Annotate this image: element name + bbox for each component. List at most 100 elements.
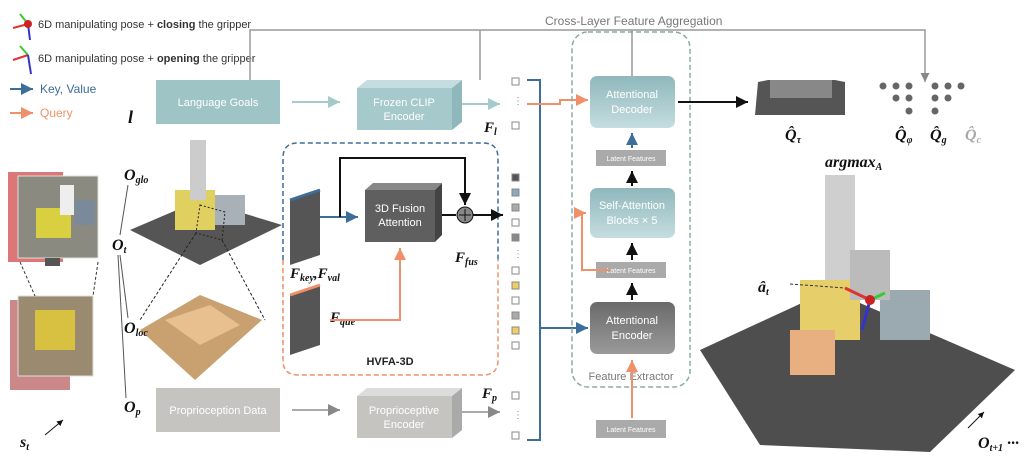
svg-text:Encoder: Encoder: [384, 419, 425, 431]
extractor-arrows: [574, 133, 638, 418]
symbol-q-tau: Q̂τ: [785, 125, 802, 146]
token: [511, 311, 520, 320]
symbol-o-loc: Oloc: [124, 320, 148, 339]
query-to-decoder: [527, 94, 588, 106]
legend-query: Query: [40, 106, 73, 120]
svg-text:Latent Features: Latent Features: [606, 156, 656, 163]
svg-text:Encoder: Encoder: [384, 111, 425, 123]
query-arrow: [330, 248, 406, 321]
symbol-s-t: st: [19, 434, 30, 453]
symbol-a-t: ât: [758, 279, 770, 298]
token: [511, 233, 520, 242]
token: [511, 188, 520, 197]
token: [511, 218, 520, 227]
svg-text:Attentional: Attentional: [606, 315, 658, 327]
closing-gripper-pose-icon: [12, 13, 32, 41]
q-dot: [944, 82, 952, 90]
q-dot: [905, 107, 913, 115]
q-dot: [931, 94, 939, 102]
token: [511, 77, 520, 86]
token: [511, 266, 520, 275]
token: [511, 203, 520, 212]
cross-layer-label: Cross-Layer Feature Aggregation: [545, 14, 722, 28]
token: [511, 296, 520, 305]
symbol-q-c: Q̂c: [965, 125, 982, 146]
predicted-pose-icon: [844, 286, 886, 331]
q-tau-volume: [755, 80, 845, 115]
q-dot: [879, 82, 887, 90]
token-columns: ⋮⋮⋮: [511, 77, 523, 440]
fusion-attention-box: 3D Fusion Attention: [365, 183, 442, 242]
q-dot: [931, 107, 939, 115]
legend-closing: 6D manipulating pose + closing the gripp…: [38, 19, 251, 31]
add-icon: [456, 206, 474, 224]
token: [511, 121, 520, 130]
svg-text:Latent Features: Latent Features: [606, 427, 656, 434]
q-dot: [892, 82, 900, 90]
q-dot: [905, 82, 913, 90]
token: [511, 281, 520, 290]
symbol-o-t: Ot: [112, 237, 128, 256]
ellipsis: ⋮: [513, 410, 523, 421]
token: [511, 173, 520, 182]
token: [511, 391, 520, 400]
connector: [967, 411, 985, 429]
latent-features-3: Latent Features: [596, 420, 666, 438]
symbol-f-fus: Ffus: [454, 250, 478, 268]
token: [511, 431, 520, 440]
q-dot: [905, 94, 913, 102]
hvfa-border-bottom: [282, 260, 499, 376]
legend-key-value: Key, Value: [40, 82, 97, 96]
legend-opening: 6D manipulating pose + opening the gripp…: [38, 53, 256, 65]
symbol-f-key-val: Fkey,Fval: [289, 266, 340, 284]
f-que-plate: [289, 283, 321, 355]
observation-tree-lines: [117, 184, 129, 399]
scene-point-cloud: [700, 175, 1015, 452]
svg-text:3D Fusion: 3D Fusion: [375, 203, 425, 215]
q-dot: [892, 94, 900, 102]
f-key-plate: [289, 188, 321, 265]
connector: [44, 419, 64, 436]
hvfa-border-top: [282, 142, 499, 260]
residual-arrow: [339, 157, 471, 217]
svg-text:Latent Features: Latent Features: [606, 268, 656, 275]
proprioceptive-encoder: Proprioceptive Encoder: [357, 388, 462, 438]
proprioception-data-box: [156, 388, 280, 432]
frozen-clip-encoder: Frozen CLIP Encoder: [357, 80, 462, 130]
key-value-bus: [527, 79, 541, 441]
symbol-q-phi: Q̂φ: [895, 125, 913, 146]
latent-features-1: Latent Features: [596, 150, 666, 166]
symbol-f-que: Fque: [329, 310, 356, 328]
symbol-o-next: Ot+1 ···: [978, 435, 1019, 454]
symbol-o-glo: Oglo: [124, 167, 148, 186]
q-dot: [944, 94, 952, 102]
language-goals-label: Language Goals: [178, 97, 259, 109]
svg-text:Blocks × 5: Blocks × 5: [606, 215, 657, 227]
opening-gripper-pose-icon: [12, 45, 32, 75]
svg-text:Self-Attention: Self-Attention: [599, 200, 665, 212]
input-images: [8, 172, 99, 390]
q-dot: [931, 82, 939, 90]
proprioception-data-label: Proprioception Data: [169, 405, 267, 417]
argmax-label: argmaxA: [825, 154, 883, 173]
hvfa-label: HVFA-3D: [366, 356, 413, 368]
svg-text:Proprioceptive: Proprioceptive: [369, 405, 439, 417]
symbol-f-l: Fl: [483, 120, 497, 138]
svg-text:Encoder: Encoder: [612, 330, 653, 342]
cross-layer-connector: [249, 29, 930, 110]
symbol-l: l: [128, 107, 133, 127]
svg-text:Decoder: Decoder: [611, 104, 653, 116]
symbol-q-g: Q̂g: [930, 125, 947, 146]
latent-features-2: Latent Features: [596, 262, 666, 278]
local-point-cloud: [139, 232, 266, 380]
q-dot: [957, 82, 965, 90]
svg-text:Frozen CLIP: Frozen CLIP: [373, 97, 435, 109]
global-point-cloud: [130, 140, 282, 265]
svg-text:Attentional: Attentional: [606, 89, 658, 101]
token: [511, 341, 520, 350]
svg-text:Attention: Attention: [378, 217, 421, 229]
